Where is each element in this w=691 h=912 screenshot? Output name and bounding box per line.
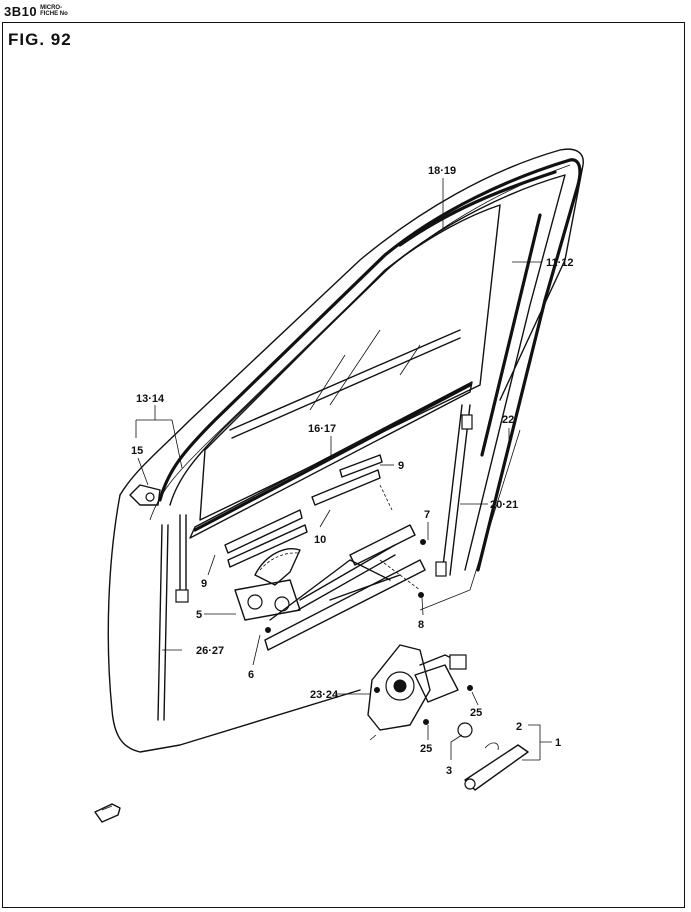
- callout-labels: 18·19 11·12 13·14 15 16·17 22 9 10 9 7 2…: [131, 165, 574, 777]
- glass-channels: [157, 404, 473, 721]
- leader-lines: [135, 178, 552, 761]
- door-glass: [199, 204, 501, 521]
- callout-1: 1: [555, 737, 561, 749]
- regulator-motor: [367, 644, 473, 741]
- callout-9-lower: 9: [201, 578, 207, 590]
- callout-25-right: 25: [470, 707, 482, 719]
- callout-22: 22: [502, 414, 514, 426]
- callout-20-21: 20·21: [490, 499, 518, 511]
- regulator-handle: [457, 722, 529, 791]
- callout-9-upper: 9: [398, 460, 404, 472]
- microfiche-label-line2: FICHE No: [40, 11, 68, 17]
- callout-2: 2: [516, 721, 522, 733]
- callout-11-12: 11·12: [546, 257, 574, 269]
- callout-25-left: 25: [420, 743, 432, 755]
- mirror-bracket: [129, 484, 161, 506]
- page-header: 3B10 MICRO- FICHE No: [4, 2, 68, 20]
- callout-3: 3: [446, 765, 452, 777]
- callout-13-14: 13·14: [136, 393, 165, 405]
- callout-15: 15: [131, 445, 143, 457]
- callout-7: 7: [424, 509, 430, 521]
- belt-moldings: [189, 329, 473, 568]
- figure-title: FIG. 92: [8, 30, 72, 49]
- front-arrow-icon: [94, 803, 121, 823]
- window-regulator: [234, 484, 426, 651]
- microfiche-label-line1: MICRO-: [40, 5, 63, 11]
- callout-6: 6: [248, 669, 254, 681]
- callout-8: 8: [418, 619, 424, 631]
- microfiche-label: MICRO- FICHE No: [40, 5, 68, 17]
- fiche-code: 3B10: [4, 3, 38, 19]
- callout-16-17: 16·17: [308, 423, 336, 435]
- callout-26-27: 26·27: [196, 645, 224, 657]
- figure-frame: [2, 22, 685, 908]
- callout-18-19: 18·19: [428, 165, 456, 177]
- callout-10: 10: [314, 534, 326, 546]
- callout-23-24: 23·24: [310, 689, 339, 701]
- callout-5: 5: [196, 609, 202, 621]
